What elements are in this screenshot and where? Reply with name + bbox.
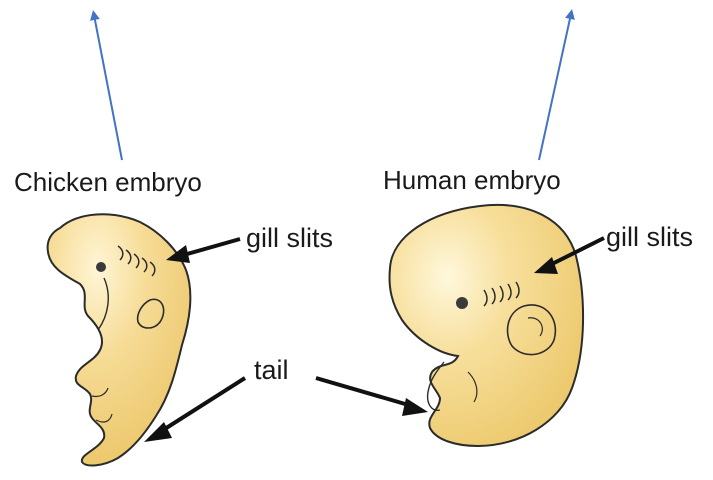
left-gill-arrow xyxy=(180,239,240,256)
left-up-arrow xyxy=(94,15,122,160)
human-eye xyxy=(456,297,468,309)
chicken-gill-slits-label: gill slits xyxy=(246,225,333,252)
tail-arrow-left xyxy=(160,378,245,432)
human-embryo-title: Human embryo xyxy=(383,167,561,193)
tail-arrow-right xyxy=(316,378,412,406)
right-up-arrow xyxy=(539,14,571,160)
chicken-eye xyxy=(96,262,106,272)
human-gill-slits-label: gill slits xyxy=(606,224,693,251)
chicken-embryo-title: Chicken embryo xyxy=(14,169,202,195)
tail-label: tail xyxy=(254,357,289,384)
